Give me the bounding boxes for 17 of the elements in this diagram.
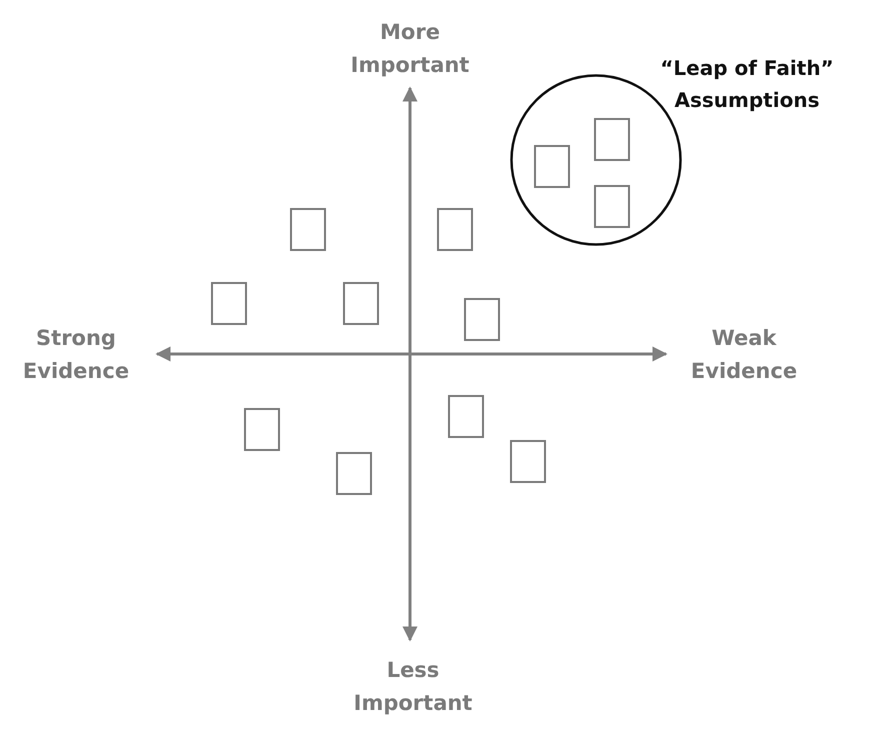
assumption-square [510,440,546,483]
assumption-square [343,282,379,325]
axis-label: Strong Evidence [22,325,130,385]
assumption-square [290,208,326,251]
assumption-square [594,118,630,161]
assumption-square [211,282,247,325]
assumption-square [464,298,500,341]
assumption-square [336,452,372,495]
assumption-square [594,185,630,228]
assumption-square [534,145,570,188]
axis-label: Less Important [352,657,474,717]
group-heading: “Leap of Faith” Assumptions [659,55,835,114]
assumption-square [244,408,280,451]
axis-label: Weak Evidence [690,325,798,385]
axis-label: More Important [350,19,470,79]
assumption-square [448,395,484,438]
assumption-square [437,208,473,251]
